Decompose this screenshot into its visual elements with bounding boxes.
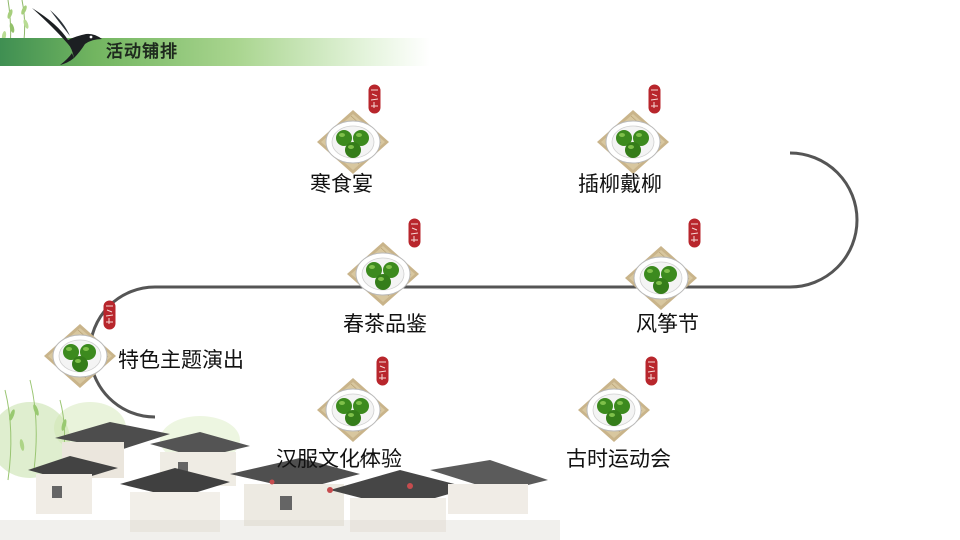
red-seal-icon xyxy=(645,356,658,386)
qingtuan-plate-icon xyxy=(40,322,120,390)
activity-label: 插柳戴柳 xyxy=(578,172,662,196)
activity-label: 汉服文化体验 xyxy=(276,447,402,471)
activity-label: 古时运动会 xyxy=(566,447,671,471)
activity-label: 特色主题演出 xyxy=(118,348,244,372)
activity-label: 寒食宴 xyxy=(310,172,373,196)
qingtuan-plate-icon xyxy=(313,376,393,444)
red-seal-icon xyxy=(103,300,116,330)
page-title: 活动铺排 xyxy=(106,42,178,62)
red-seal-icon xyxy=(648,84,661,114)
ink-village-illustration xyxy=(0,379,560,540)
qingtuan-plate-icon xyxy=(621,244,701,312)
red-seal-icon xyxy=(408,218,421,248)
red-seal-icon xyxy=(376,356,389,386)
qingtuan-plate-icon xyxy=(313,108,393,176)
qingtuan-plate-icon xyxy=(343,240,423,308)
qingtuan-plate-icon xyxy=(574,376,654,444)
red-seal-icon xyxy=(688,218,701,248)
qingtuan-plate-icon xyxy=(593,108,673,176)
activity-label: 春茶品鉴 xyxy=(343,312,427,336)
swallow-icon xyxy=(32,8,102,65)
red-seal-icon xyxy=(368,84,381,114)
activity-label: 风筝节 xyxy=(636,312,699,336)
